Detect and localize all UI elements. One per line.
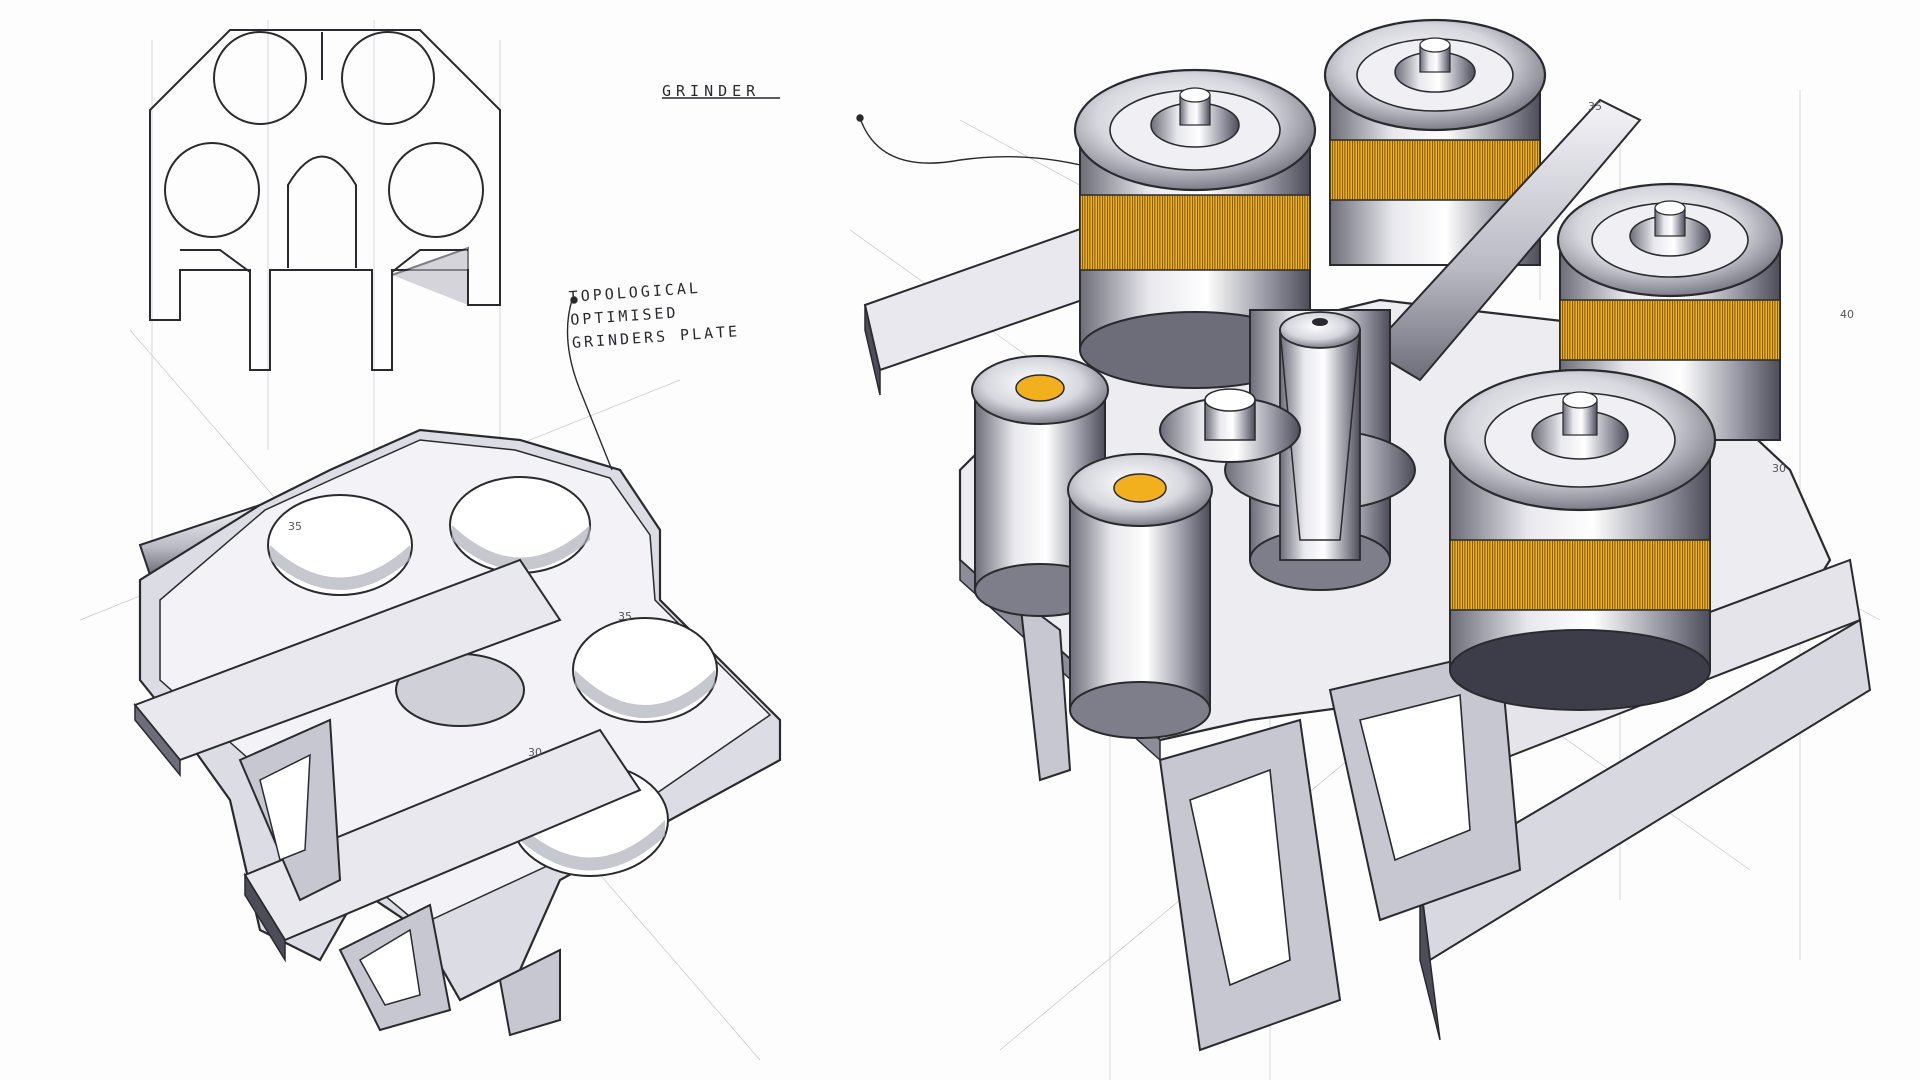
dimension-label-2: 40 [1840, 308, 1854, 321]
dimension-label-1: 35 [288, 520, 302, 533]
center-boss [1159, 388, 1301, 463]
grinder-annotation: GRINDER [662, 82, 761, 100]
dimension-label-4: 35 [618, 610, 632, 623]
grinder-4 [1443, 368, 1717, 711]
grinder-2 [1323, 18, 1547, 266]
grinder-units [971, 18, 1784, 739]
dimension-label-3: 30 [1772, 462, 1786, 475]
leader-lines [566, 97, 1101, 471]
dimension-label-6: 35 [1588, 100, 1602, 113]
plate-top-view [149, 29, 501, 371]
plate-isometric [133, 428, 782, 1037]
bolt-post-2 [1067, 453, 1213, 739]
dimension-label-5: 30 [528, 746, 542, 759]
plate-annotation: TOPOLOGICAL OPTIMISED GRINDERS PLATE [568, 274, 741, 355]
